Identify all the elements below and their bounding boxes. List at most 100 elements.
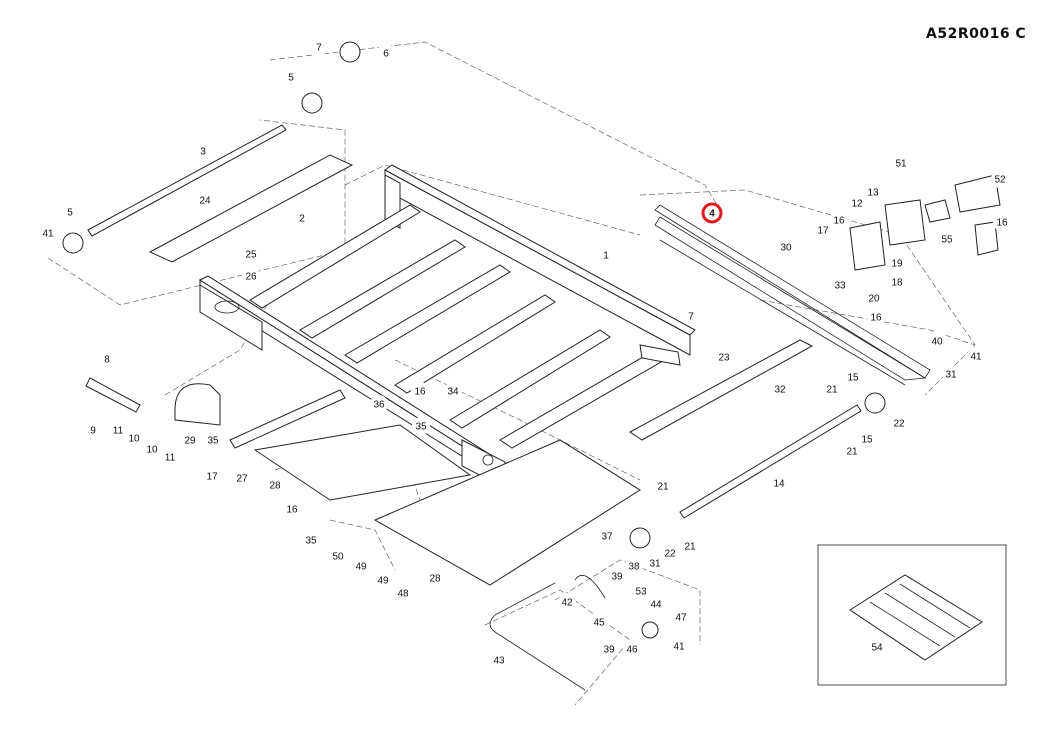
callout-28-bubble — [426, 569, 444, 587]
lever-arm — [85, 377, 141, 413]
callout-15: 15 — [861, 435, 873, 446]
callout-49: 49 — [355, 562, 367, 573]
callout-49-bubble — [352, 557, 370, 575]
callout-11-bubble — [161, 448, 179, 466]
callout-25: 25 — [245, 250, 257, 261]
callout-32-bubble — [771, 380, 789, 398]
callout-34-bubble — [444, 382, 462, 400]
callout-44-bubble — [647, 595, 665, 613]
callout-5: 5 — [67, 208, 73, 219]
callout-17-bubble — [203, 467, 221, 485]
callout-48-bubble — [394, 584, 412, 602]
callout-35: 35 — [305, 536, 317, 547]
callout-31-bubble — [942, 365, 960, 383]
callout-46-bubble — [623, 640, 641, 658]
callout-24: 24 — [199, 196, 211, 207]
callout-9-bubble — [84, 421, 102, 439]
side-guide — [629, 339, 814, 441]
callout-2: 2 — [299, 214, 305, 225]
callout-29: 29 — [184, 436, 196, 447]
callout-43: 43 — [493, 656, 505, 667]
callout-26-bubble — [242, 267, 260, 285]
callout-50: 50 — [332, 552, 344, 563]
callout-41: 41 — [673, 642, 685, 653]
cover-plate — [148, 154, 354, 263]
callout-39: 39 — [603, 645, 615, 656]
callout-19-bubble — [888, 254, 906, 272]
callout-31-bubble — [646, 554, 664, 572]
callout-54: 54 — [871, 643, 883, 654]
callout-16-bubble — [830, 211, 848, 229]
callout-16-bubble — [867, 308, 885, 326]
callout-38: 38 — [628, 562, 640, 573]
callout-3: 3 — [200, 147, 206, 158]
callout-20: 20 — [868, 294, 880, 305]
callout-33-bubble — [831, 276, 849, 294]
callout-16-bubble — [283, 500, 301, 518]
callout-38-bubble — [625, 557, 643, 575]
callout-37-bubble — [598, 527, 616, 545]
callout-8: 8 — [104, 355, 110, 366]
callout-52-bubble — [991, 170, 1009, 188]
callout-13: 13 — [867, 188, 879, 199]
callout-45-bubble — [590, 613, 608, 631]
callout-23: 23 — [718, 353, 730, 364]
callout-55-bubble — [938, 230, 956, 248]
callout-21: 21 — [826, 385, 838, 396]
callout-19: 19 — [891, 259, 903, 270]
callout-labels: 1234556778910101111121314151516161616161… — [39, 38, 1011, 669]
callout-28-bubble — [266, 476, 284, 494]
callout-14-bubble — [770, 474, 788, 492]
callout-46: 46 — [626, 645, 638, 656]
callout-7: 7 — [316, 43, 322, 54]
callout-32: 32 — [774, 385, 786, 396]
cables — [489, 575, 606, 691]
callout-35-bubble — [412, 417, 430, 435]
callout-30-bubble — [777, 238, 795, 256]
callout-3-bubble — [194, 142, 212, 160]
callout-21: 21 — [657, 482, 669, 493]
callout-41: 41 — [970, 352, 982, 363]
callout-15: 15 — [847, 373, 859, 384]
callout-12: 12 — [851, 199, 863, 210]
callout-12-bubble — [848, 194, 866, 212]
callout-37: 37 — [601, 532, 613, 543]
callout-4: 4 — [709, 209, 715, 220]
callout-22: 22 — [664, 549, 676, 560]
callout-53: 53 — [635, 587, 647, 598]
callout-11: 11 — [113, 426, 124, 437]
callout-22-bubble — [661, 544, 679, 562]
callout-16: 16 — [286, 505, 298, 516]
callout-27: 27 — [236, 474, 248, 485]
callout-11: 11 — [165, 453, 176, 464]
main-frame — [198, 164, 696, 489]
callout-5-bubble — [61, 203, 79, 221]
callout-41-bubble — [967, 347, 985, 365]
callout-51: 51 — [895, 159, 907, 170]
callout-24-bubble — [196, 191, 214, 209]
callout-16-bubble — [411, 382, 429, 400]
callout-7: 7 — [688, 312, 694, 323]
callout-55: 55 — [941, 235, 953, 246]
callout-41-bubble — [670, 637, 688, 655]
callout-21-bubble — [843, 442, 861, 460]
callout-10: 10 — [146, 445, 158, 456]
callout-42-bubble — [558, 593, 576, 611]
callout-1: 1 — [603, 251, 609, 262]
callout-30: 30 — [780, 243, 792, 254]
callout-16-bubble — [993, 213, 1011, 231]
callout-40-bubble — [928, 332, 946, 350]
callout-36-bubble — [370, 395, 388, 413]
callout-44: 44 — [650, 600, 662, 611]
callout-47-bubble — [672, 608, 690, 626]
callout-17: 17 — [206, 472, 218, 483]
callout-40: 40 — [931, 337, 943, 348]
callout-49-bubble — [374, 571, 392, 589]
callout-15-bubble — [844, 368, 862, 386]
callout-10: 10 — [128, 434, 140, 445]
callout-16: 16 — [996, 218, 1008, 229]
callout-13-bubble — [864, 183, 882, 201]
callout-2-bubble — [293, 209, 311, 227]
callout-21-bubble — [654, 477, 672, 495]
